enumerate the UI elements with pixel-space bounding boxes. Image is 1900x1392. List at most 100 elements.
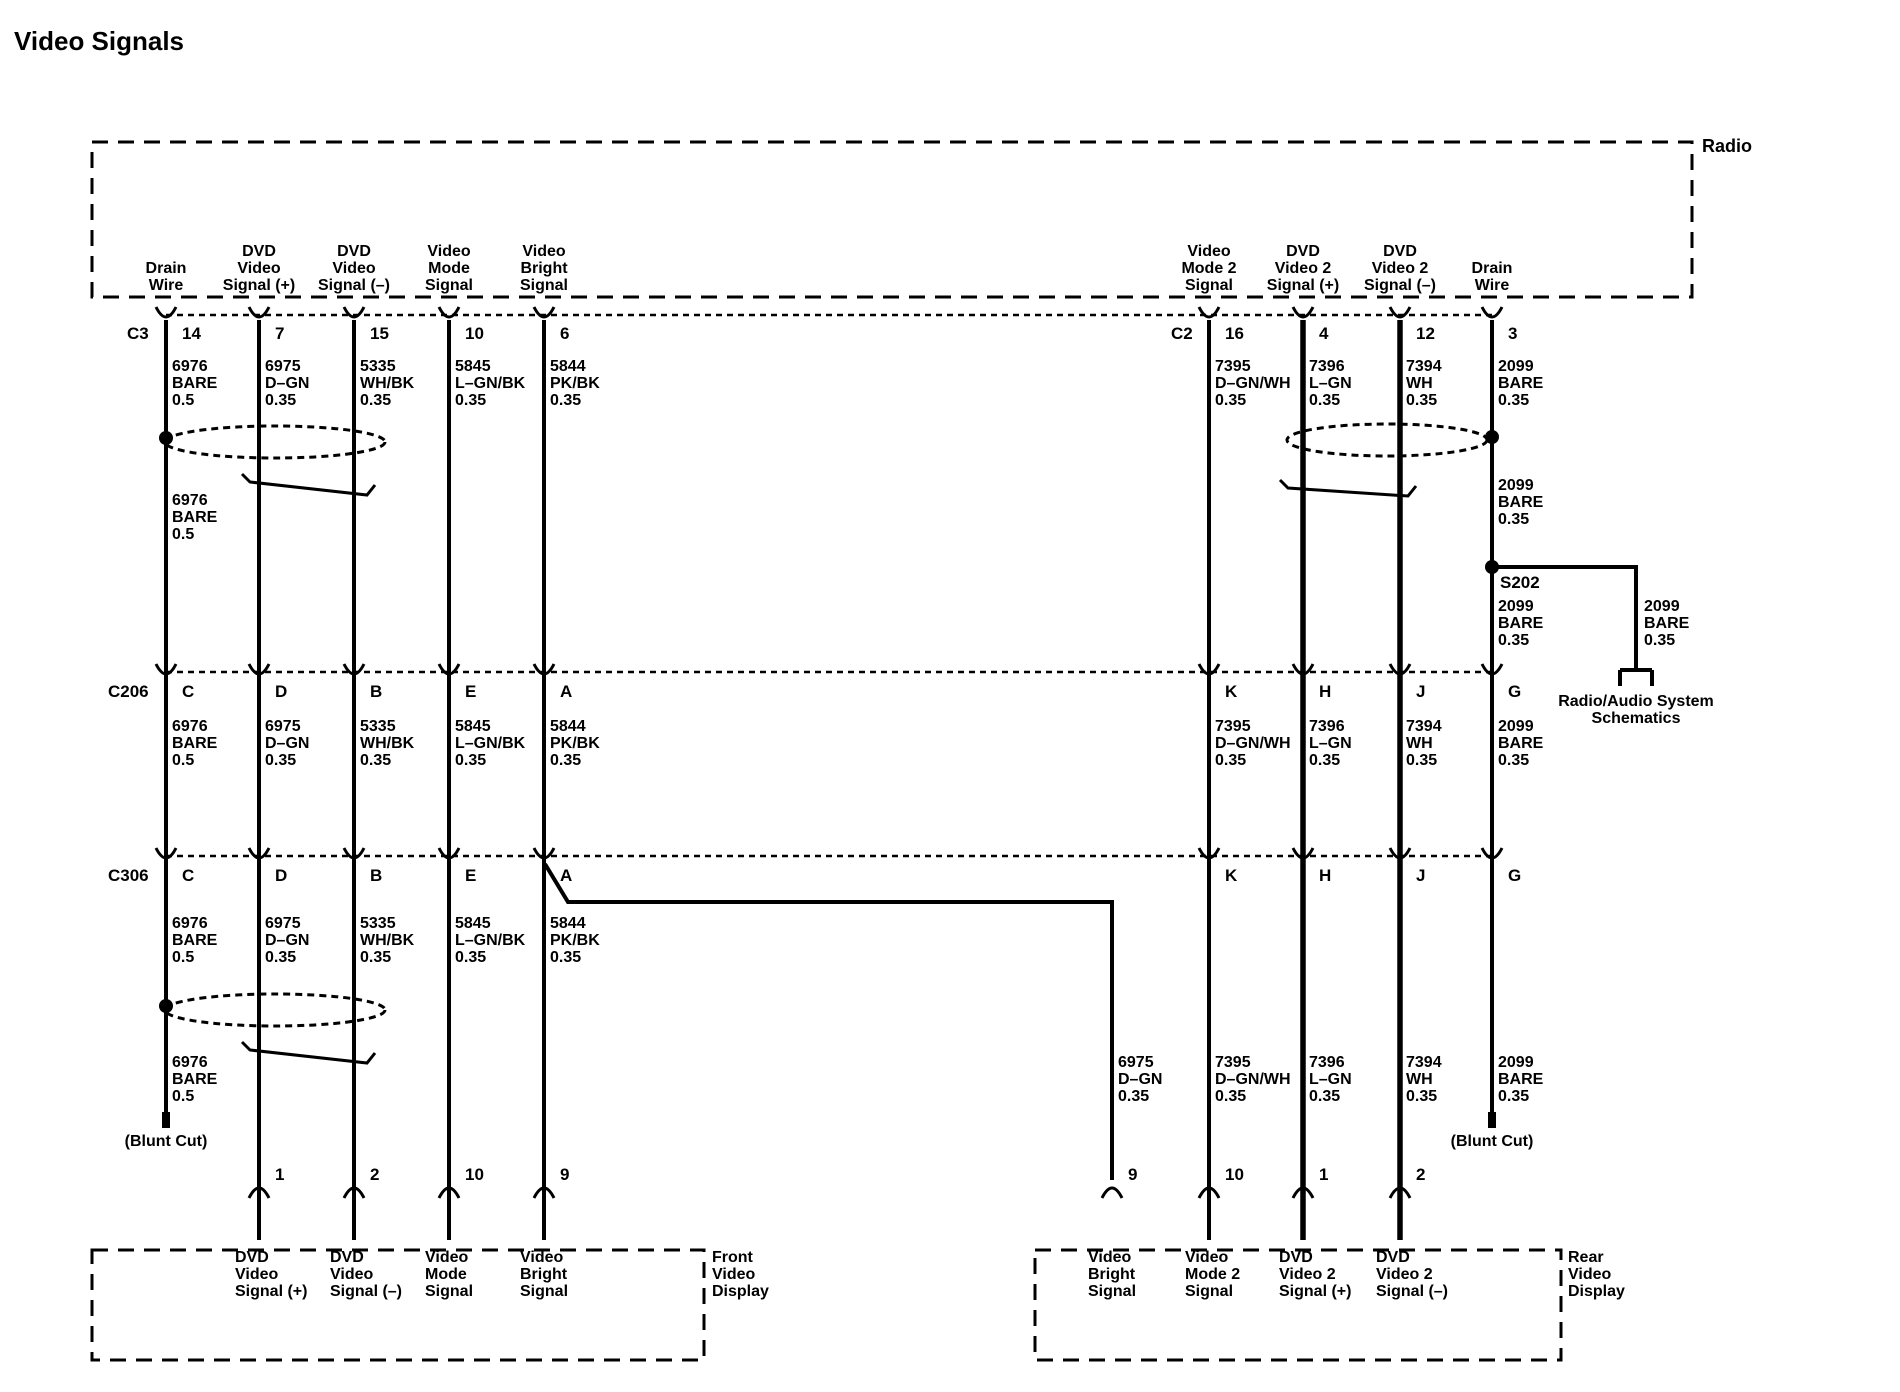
diagram-title: Video Signals — [14, 26, 184, 56]
radio-pin-name-7-line-1: DVD — [1286, 243, 1320, 260]
wire-label-c2-shield-drain-line-2: BARE — [1498, 494, 1544, 511]
front-display-pin-1: 1 — [275, 1165, 284, 1184]
wire-label-rear-video-pos-line-1: 7396 — [1309, 1054, 1345, 1071]
rear-display-pin-2: 2 — [1416, 1165, 1425, 1184]
radio-pin-name-8-line-2: Video 2 — [1372, 260, 1429, 277]
shield-drain-dot-upper-right — [1485, 430, 1499, 444]
rear-display-pin-name-2-line-1: Video — [1185, 1249, 1229, 1266]
c206-pin-C: C — [182, 682, 194, 701]
wire-label-seg1-8-line-3: 0.35 — [1406, 392, 1437, 409]
front-display-pin-2: 2 — [370, 1165, 379, 1184]
shield-drain-dot-upper-left — [159, 431, 173, 445]
splice-s202-label: S202 — [1500, 573, 1540, 592]
blunt-cut-end-front — [162, 1112, 170, 1128]
c206-pin-J: J — [1416, 682, 1425, 701]
wire-label-seg2-6-line-1: 7395 — [1215, 718, 1251, 735]
rear-display-pin-9: 9 — [1128, 1165, 1137, 1184]
wire-label-seg1-6-line-1: 7395 — [1215, 358, 1251, 375]
radio-pin-name-8-line-1: DVD — [1383, 243, 1417, 260]
wire-label-seg2-4-line-2: L–GN/BK — [455, 735, 526, 752]
wire-label-s202-branch-line-1: 2099 — [1644, 598, 1680, 615]
wire-label-seg2-7-line-2: L–GN — [1309, 735, 1352, 752]
radio-audio-ref-label-line-1: Radio/Audio System — [1558, 693, 1714, 710]
front-display-terminal-3 — [437, 1186, 461, 1199]
wire-label-seg2-8-line-2: WH — [1406, 735, 1433, 752]
wire-label-seg2-9-line-2: BARE — [1498, 735, 1544, 752]
radio-terminal-5 — [532, 306, 556, 319]
wire-label-seg3-1-line-2: BARE — [172, 932, 218, 949]
rear-display-pin-name-4-line-2: Video 2 — [1376, 1266, 1433, 1283]
c206-pin-H: H — [1319, 682, 1331, 701]
wire-label-seg3-1-line-1: 6976 — [172, 915, 208, 932]
wire-label-seg1-3-line-3: 0.35 — [360, 392, 391, 409]
twist-marker-lower-left — [240, 1040, 377, 1065]
radio-pin-number-16-6: 16 — [1225, 324, 1244, 343]
front-display-pin-name-3-line-1: Video — [425, 1249, 469, 1266]
wire-label-s202-down-line-3: 0.35 — [1498, 632, 1529, 649]
rear-video-display-label-line-1: Rear — [1568, 1249, 1604, 1266]
radio-pin-number-6-5: 6 — [560, 324, 569, 343]
wire-label-rear-drain-lower-line-2: BARE — [1498, 1071, 1544, 1088]
radio-pin-name-7-line-3: Signal (+) — [1267, 277, 1339, 294]
front-video-display-frame — [90, 1248, 706, 1362]
wire-label-seg2-8-line-1: 7394 — [1406, 718, 1442, 735]
wire-label-seg3-3-line-1: 5335 — [360, 915, 396, 932]
radio-terminal-3 — [342, 306, 366, 319]
wire-label-seg3-5-line-1: 5844 — [550, 915, 586, 932]
wire-label-seg2-2-line-3: 0.35 — [265, 752, 296, 769]
front-display-pin-name-4-line-1: Video — [520, 1249, 564, 1266]
radio-pin-name-6-line-2: Mode 2 — [1181, 260, 1236, 277]
splice-s202-dot — [1485, 560, 1499, 574]
connector-label-c3: C3 — [127, 324, 149, 343]
radio-terminal-8 — [1388, 306, 1412, 319]
radio-pin-name-3-line-1: DVD — [337, 243, 371, 260]
front-display-terminal-2 — [342, 1186, 366, 1199]
wire-label-seg2-8-line-3: 0.35 — [1406, 752, 1437, 769]
c206-pin-E: E — [465, 682, 476, 701]
rear-display-pin-name-1-line-2: Bright — [1088, 1266, 1136, 1283]
rear-display-pin-name-4-line-1: DVD — [1376, 1249, 1410, 1266]
radio-pin-number-4-7: 4 — [1319, 324, 1329, 343]
wire-label-s202-down-line-1: 2099 — [1498, 598, 1534, 615]
rear-display-pin-name-2-line-3: Signal — [1185, 1283, 1233, 1300]
radio-pin-name-3-line-3: Signal (–) — [318, 277, 390, 294]
wire-label-seg3-2-line-2: D–GN — [265, 932, 309, 949]
wire-label-seg2-9-line-1: 2099 — [1498, 718, 1534, 735]
wire-label-seg2-1-line-1: 6976 — [172, 718, 208, 735]
wire-label-seg1-2-line-3: 0.35 — [265, 392, 296, 409]
wire-label-seg2-3-line-2: WH/BK — [360, 735, 415, 752]
wire-label-seg1-1-line-3: 0.5 — [172, 392, 194, 409]
radio-pin-name-4-line-2: Mode — [428, 260, 470, 277]
wire-label-seg1-4-line-1: 5845 — [455, 358, 491, 375]
wire-label-seg2-9-line-3: 0.35 — [1498, 752, 1529, 769]
c306-pin-C: C — [182, 866, 194, 885]
c306-pin-K: K — [1225, 866, 1238, 885]
wire-label-seg1-5-line-3: 0.35 — [550, 392, 581, 409]
radio-pin-name-3-line-2: Video — [332, 260, 376, 277]
radio-pin-name-5-line-2: Bright — [520, 260, 568, 277]
wire-label-c3-shield-drain-line-1: 6976 — [172, 492, 208, 509]
front-display-pin-name-2-line-2: Video — [330, 1266, 374, 1283]
shield-drain-dot-lower-left — [159, 999, 173, 1013]
wire-label-seg1-2-line-1: 6975 — [265, 358, 301, 375]
wire-label-seg1-1-line-2: BARE — [172, 375, 218, 392]
blunt-cut-label-rear: (Blunt Cut) — [1451, 1133, 1534, 1150]
radio-pin-name-6-line-3: Signal — [1185, 277, 1233, 294]
rear-video-display-frame — [1033, 1248, 1563, 1362]
wire-label-seg1-3-line-2: WH/BK — [360, 375, 415, 392]
wire-label-front-drain-lower-line-2: BARE — [172, 1071, 218, 1088]
connector-label-c306: C306 — [108, 866, 149, 885]
radio-module-frame — [90, 140, 1694, 299]
s202-branch-wire — [1492, 565, 1638, 670]
rear-video-display-label-line-2: Video — [1568, 1266, 1612, 1283]
wire-label-seg1-6-line-2: D–GN/WH — [1215, 375, 1291, 392]
c206-pin-G: G — [1508, 682, 1521, 701]
wire-label-seg3-2-line-3: 0.35 — [265, 949, 296, 966]
radio-terminal-6 — [1197, 306, 1221, 319]
wire-label-rear-video-neg-line-1: 7394 — [1406, 1054, 1442, 1071]
wire-label-seg2-5-line-2: PK/BK — [550, 735, 600, 752]
c306-pin-H: H — [1319, 866, 1331, 885]
wire-label-seg3-5-line-3: 0.35 — [550, 949, 581, 966]
wire-label-seg2-4-line-1: 5845 — [455, 718, 491, 735]
c306-pin-D: D — [275, 866, 287, 885]
